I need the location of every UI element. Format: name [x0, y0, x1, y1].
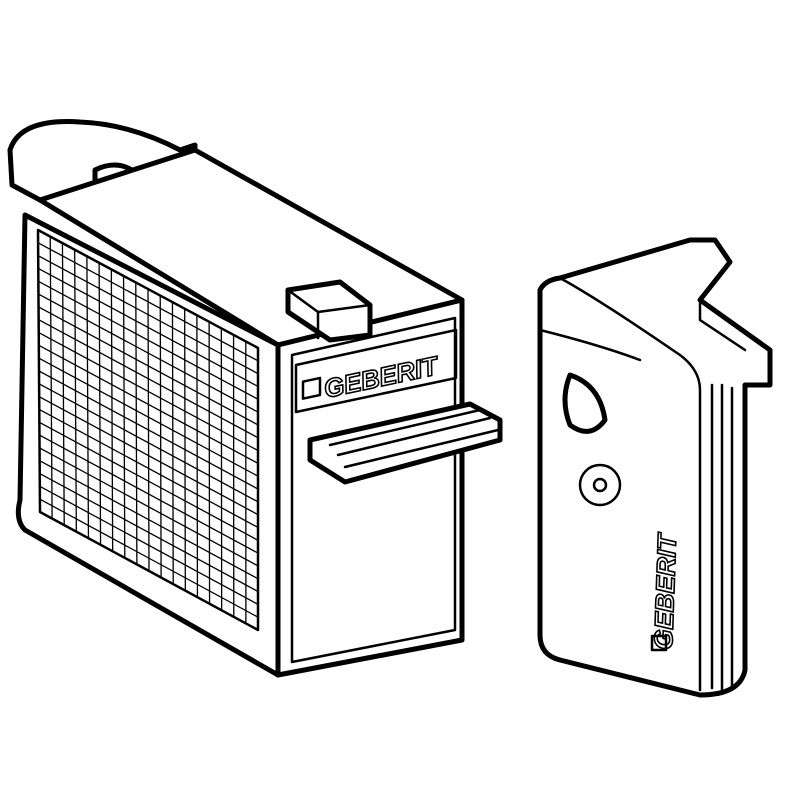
filter-cartridge: GEBERIT — [7, 119, 503, 678]
brand-label-right: GEBERIT — [648, 532, 682, 651]
housing-cover: GEBERIT — [537, 237, 773, 698]
filter-mesh — [37, 236, 259, 624]
